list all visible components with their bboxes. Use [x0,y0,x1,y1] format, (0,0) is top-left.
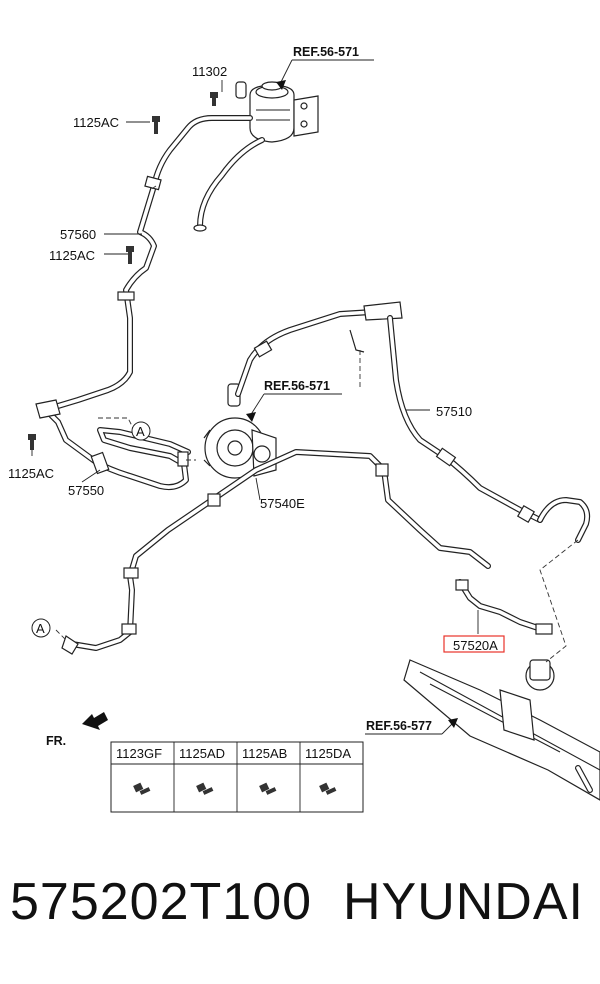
svg-text:A: A [36,621,45,636]
bolt-icon-1125ad [196,782,214,795]
bolt-table-header-2: 1125AD [179,746,225,761]
pressure-hose-57510 [235,301,591,543]
return-line-57560 [43,115,253,413]
ref-label-top: REF.56-571 [293,45,359,59]
bolt-table-header-1: 1123GF [116,746,162,761]
svg-text:A: A [136,424,145,439]
front-direction-indicator: FR. [46,712,108,748]
callout-57520a: 57520A [453,638,498,653]
circle-marker-a-upper: A [131,421,151,441]
reservoir [235,81,319,143]
circle-marker-a-lower: A [31,618,51,638]
callout-1125ac-mid: 1125AC [49,248,95,263]
bolt-1125ac-mid [126,246,134,264]
highlight-box [443,635,505,653]
callout-57510: 57510 [436,404,472,419]
bolt-table: 1123GF 1125AD 1125AB 1125DA [110,741,364,813]
front-arrow-icon [82,712,108,730]
callout-57540e: 57540E [260,496,305,511]
callout-1125ac-top: 1125AC [73,115,119,130]
bolt-icon-1123gf [133,782,151,795]
callout-57550: 57550 [68,483,104,498]
power-steering-pump [203,383,277,479]
callout-leaders [31,59,479,735]
ref-label-mid: REF.56-571 [264,379,330,393]
bolt-1125ac-top [152,116,160,134]
dashed-leaders [55,185,579,663]
bolt-table-header-4: 1125DA [305,746,351,761]
steering-gear [403,659,600,801]
reservoir-supply-hose [193,137,265,232]
bolt-1125ac-low [28,434,36,450]
bolt-11302 [210,92,218,106]
bolt-table-header-3: 1125AB [242,746,287,761]
bolt-icon-1125da [319,782,337,795]
callout-1125ac-low: 1125AC [8,466,54,481]
bolt-icon-1125ab [259,782,277,795]
bolts [28,92,218,450]
brand-name: HYUNDAI [342,873,584,931]
front-label: FR. [46,734,66,748]
oil-cooler-57550 [35,399,191,491]
part-number: 575202T100 [10,873,313,931]
return-line-57540e [61,449,491,655]
callout-57560: 57560 [60,227,96,242]
callout-11302: 11302 [192,64,227,79]
ref-label-bottom: REF.56-577 [366,719,432,733]
feed-tube-57520a [455,579,553,635]
caption-bar: 575202T100 HYUNDAI [10,872,590,952]
